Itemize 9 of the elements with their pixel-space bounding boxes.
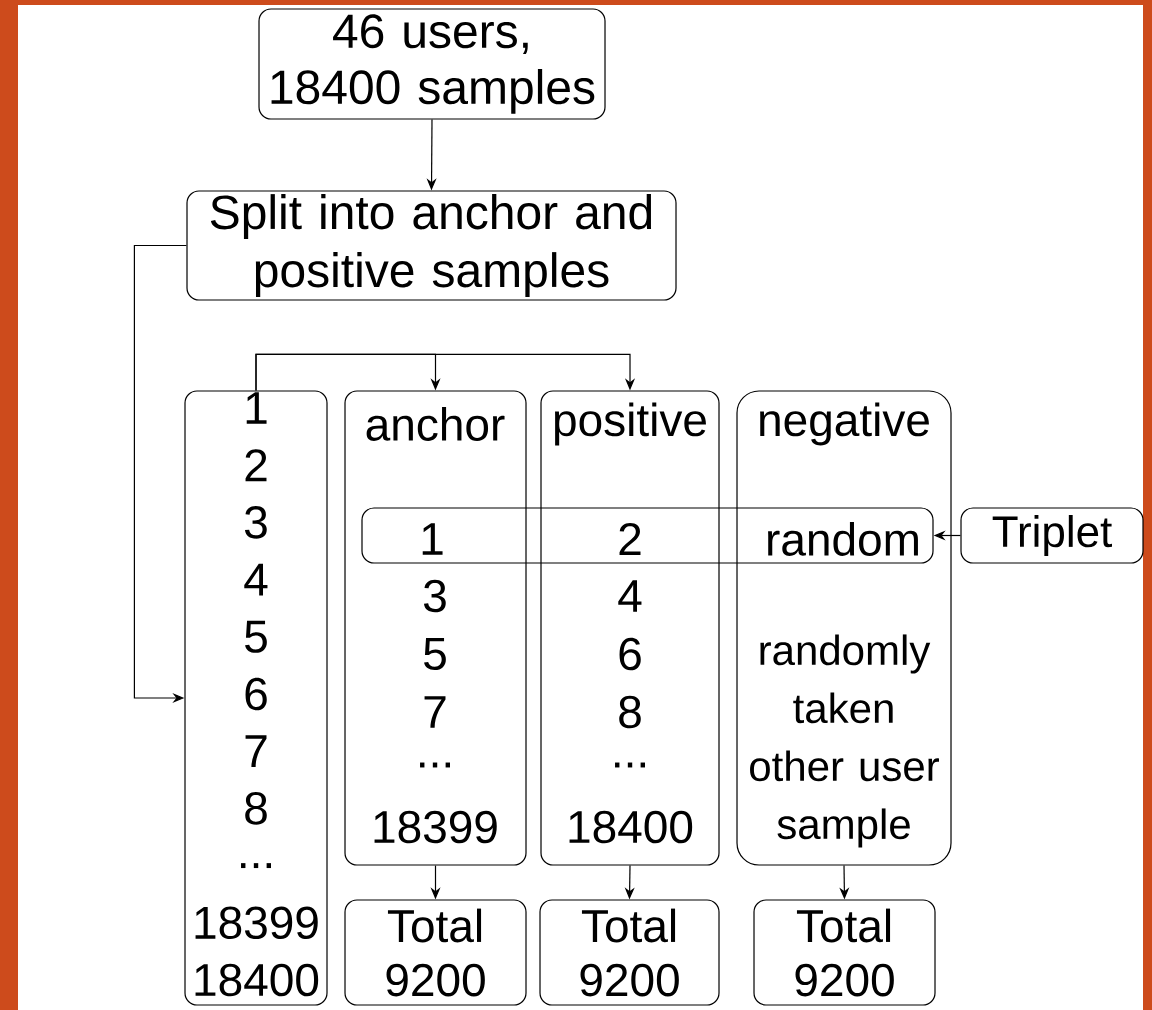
total-box: Total 9200 — [539, 899, 720, 1006]
total-box: Total 9200 — [344, 899, 527, 1006]
triplet-row-box: 1 2 random — [361, 507, 934, 564]
arrow — [255, 353, 636, 391]
total-box: Total 9200 — [753, 899, 936, 1006]
sample-list-column: 1 2 3 4 5 6 7 8 ... 18399 18400 — [184, 390, 328, 1006]
process-box: 46 users, 18400 samples — [258, 8, 606, 120]
process-box: Split into anchor and positive samples — [186, 190, 677, 301]
process-box: Triplet — [960, 507, 1144, 564]
